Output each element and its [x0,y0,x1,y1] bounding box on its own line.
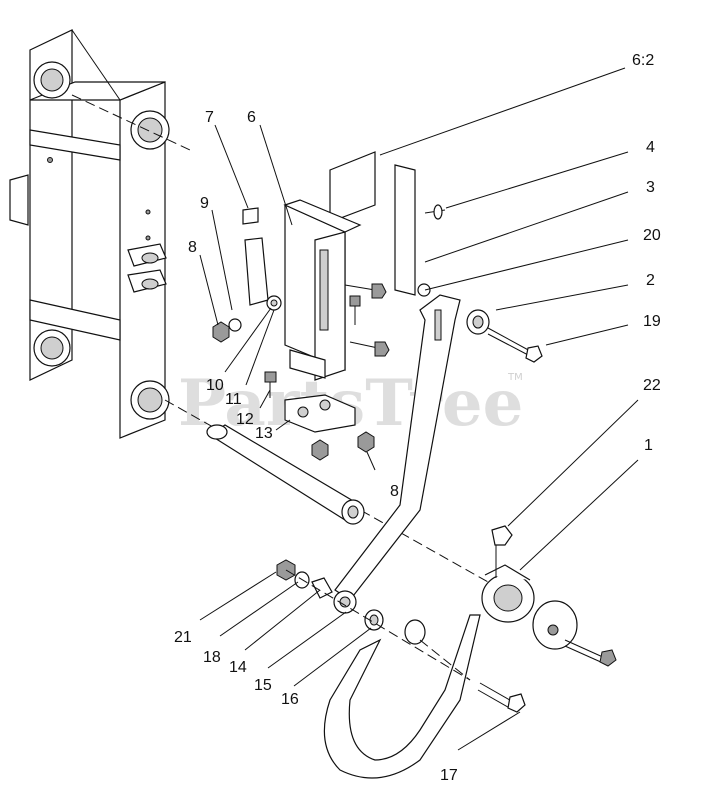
watermark-tm: TM [507,372,523,383]
callout-8: 8 [188,239,197,256]
callout-2: 2 [646,272,655,289]
callout-15: 15 [254,677,272,694]
callout-17: 17 [440,767,458,784]
lever-arm [333,283,461,614]
washer-10 [228,318,242,332]
callout-8-b: 8 [390,483,399,500]
bolt-17 [477,682,526,713]
callout-1: 1 [644,437,653,454]
decal [329,151,376,223]
pedal-hub [323,525,617,779]
nut-8-lower [311,439,329,461]
nut-8-lower-2 [357,431,375,453]
frame-bracket [9,29,170,439]
callout-21: 21 [174,629,192,646]
bracket-9 [244,237,269,306]
latch-plate [283,199,362,381]
callouts: 6:2 7 6 4 3 9 20 8 2 19 10 11 12 13 22 8… [174,52,661,784]
callout-6: 6 [247,109,256,126]
callout-16: 16 [281,691,299,708]
leader-lines [199,67,639,751]
callout-13: 13 [255,425,273,442]
callout-18: 18 [203,649,221,666]
callout-10: 10 [206,377,224,394]
callout-6-2: 6:2 [632,52,654,69]
watermark: PartsTree [178,366,523,441]
callout-4: 4 [646,139,655,156]
callout-9: 9 [200,195,209,212]
callout-22: 22 [643,377,661,394]
shaft [206,424,365,525]
spacer-7 [242,207,259,225]
nut-8 [212,321,230,343]
callout-7: 7 [205,109,214,126]
callout-20: 20 [643,227,661,244]
callout-3: 3 [646,179,655,196]
lower-bracket [284,394,356,433]
callout-14: 14 [229,659,247,676]
callout-11: 11 [225,391,242,408]
callout-12: 12 [236,411,254,428]
plate [394,164,416,296]
callout-19: 19 [643,313,661,330]
bolt-19 [487,327,543,363]
bolts [264,204,446,398]
